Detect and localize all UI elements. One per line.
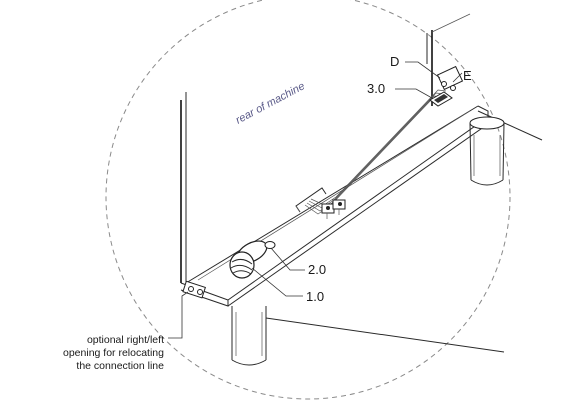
callout-1-0: 1.0 <box>306 289 324 304</box>
leader-lines <box>168 61 463 339</box>
machine-foot-right <box>469 116 505 186</box>
machine-body <box>180 13 543 283</box>
drain-fitting <box>229 240 276 279</box>
callout-2-0: 2.0 <box>308 262 326 277</box>
side-opening <box>182 280 206 299</box>
callout-3-0: 3.0 <box>367 81 385 96</box>
callout-d: D <box>390 54 399 69</box>
base-frame <box>180 105 489 307</box>
rear-sockets-d-e <box>436 65 464 91</box>
rear-of-machine-label: rear of machine <box>234 80 307 126</box>
note-line-2: opening for relocating <box>63 347 164 359</box>
callout-e: E <box>463 68 472 83</box>
floor-edge <box>265 317 505 353</box>
connection-tubes <box>304 89 447 215</box>
tube-clamp <box>321 199 346 219</box>
machine-foot-left <box>231 306 267 366</box>
note-line-1: optional right/left <box>87 334 164 346</box>
rear-outlet-box <box>429 91 453 107</box>
note-line-3: the connection line <box>76 360 164 372</box>
detail-magnifier-circle <box>105 0 511 400</box>
